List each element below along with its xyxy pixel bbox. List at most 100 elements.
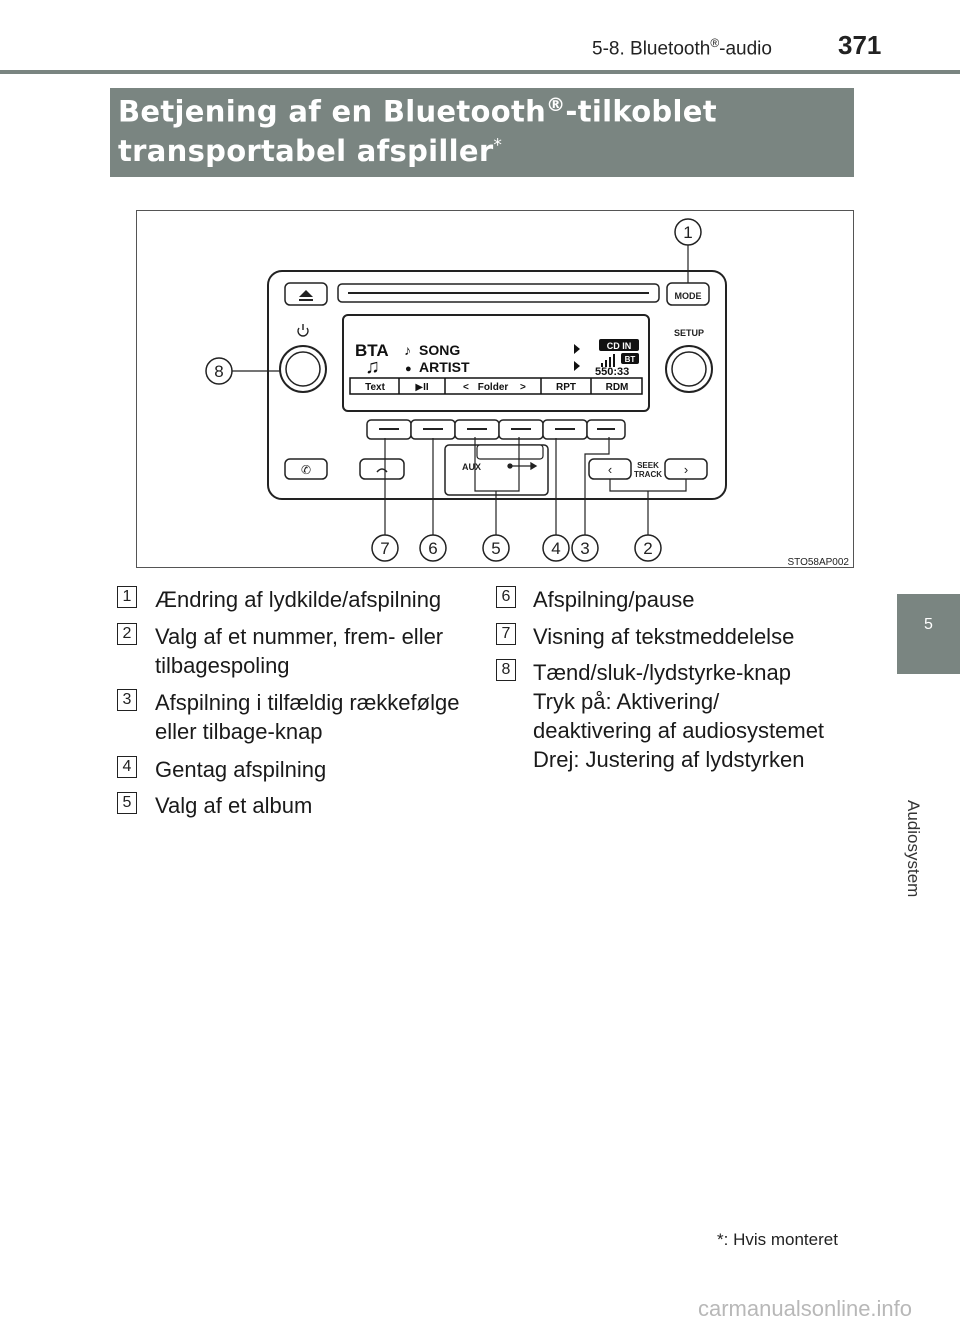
svg-text:6: 6 <box>428 539 437 558</box>
page-number: 371 <box>838 30 882 60</box>
softkey-text: Text <box>365 382 385 393</box>
title-line-2: transportabel afspiller* <box>118 134 502 168</box>
legend-item-4: Gentag afspilning <box>155 755 326 784</box>
section-heading-suffix: -audio <box>719 38 772 60</box>
svg-text:BT: BT <box>625 355 636 364</box>
preset-buttons <box>366 419 626 440</box>
track-label: TRACK <box>634 470 662 479</box>
callout-6: 6 <box>419 534 447 562</box>
legend-text: Valg af et album <box>155 793 313 818</box>
legend-number: 4 <box>117 756 137 778</box>
legend-text: Valg af et nummer, frem- eller <box>155 624 444 649</box>
svg-text:<: < <box>463 382 469 393</box>
legend-item-6: Afspilning/pause <box>533 585 694 614</box>
cd-in-indicator <box>599 339 639 351</box>
legend-item-1: Ændring af lydkilde/afspilning <box>155 585 441 614</box>
svg-text:3: 3 <box>580 539 589 558</box>
phone-icon: ✆ <box>301 463 311 477</box>
legend-text: Afspilning i tilfældig rækkefølge <box>155 690 460 715</box>
audio-unit-illustration: MODE SETUP BTA ♫ ♪ SONG ● ARTIST CD IN B… <box>205 218 849 568</box>
svg-text:>: > <box>520 382 526 393</box>
usb-icon <box>507 461 538 471</box>
power-icon <box>297 324 309 337</box>
legend-number: 7 <box>496 623 516 645</box>
chevron-right-icon: › <box>684 462 688 477</box>
legend-text: Drej: Justering af lydstyrken <box>533 747 805 772</box>
title-text-line-2: transportabel afspiller <box>118 134 494 168</box>
setup-knob <box>665 345 713 393</box>
display-song: SONG <box>419 342 460 358</box>
callout-1: 1 <box>674 218 702 246</box>
legend-text: Tænd/sluk-/lydstyrke-knap <box>533 660 791 685</box>
registered-mark: ® <box>710 36 720 50</box>
legend-item-8: Tænd/sluk-/lydstyrke-knap Tryk på: Aktiv… <box>533 658 824 774</box>
footnote-asterisk: * <box>717 1230 724 1249</box>
signal-icon <box>601 354 615 367</box>
legend-item-2: Valg af et nummer, frem- eller tilbagesp… <box>155 622 443 680</box>
callout-7: 7 <box>371 534 399 562</box>
legend-number: 8 <box>496 659 516 681</box>
softkey-rdm: RDM <box>606 382 629 393</box>
aux-label: AUX <box>462 462 481 472</box>
legend-item-3: Afspilning i tilfældig rækkefølge eller … <box>155 688 459 746</box>
legend-number: 5 <box>117 792 137 814</box>
header-divider <box>0 70 960 74</box>
bt-indicator <box>621 353 639 364</box>
callout-4: 4 <box>542 534 570 562</box>
legend-number: 2 <box>117 623 137 645</box>
legend-number: 1 <box>117 586 137 608</box>
setup-label: SETUP <box>674 328 704 338</box>
display-time: 550:33 <box>595 366 629 378</box>
svg-text:5: 5 <box>491 539 500 558</box>
title-bar <box>110 88 854 177</box>
chevron-left-icon: ‹ <box>608 462 612 477</box>
legend-text: Tryk på: Aktivering/ <box>533 689 720 714</box>
display-source: BTA <box>355 341 389 360</box>
note-icon: ♪ <box>404 342 411 358</box>
legend-text: deaktivering af audiosystemet <box>533 718 825 743</box>
eject-icon <box>299 290 313 301</box>
footnote-text: : Hvis monteret <box>723 1230 838 1249</box>
callout-8: 8 <box>205 357 233 385</box>
title-text-suffix: -tilkoblet <box>565 94 717 129</box>
title-line-1: Betjening af en Bluetooth®-tilkoblet <box>118 94 717 129</box>
chapter-number: 5 <box>924 616 933 633</box>
legend-text: Visning af tekstmeddelelse <box>533 624 795 649</box>
svg-text:4: 4 <box>551 539 560 558</box>
title-asterisk: * <box>493 135 503 156</box>
section-heading: 5-8. Bluetooth®-audio <box>592 36 772 60</box>
svg-text:8: 8 <box>214 362 223 381</box>
figure-code: STO58AP002 <box>787 557 849 568</box>
audio-unit-figure: MODE SETUP BTA ♫ ♪ SONG ● ARTIST CD IN B… <box>136 210 854 568</box>
chapter-label-text: Audiosystem <box>904 800 923 898</box>
display-frame <box>342 314 650 412</box>
phone-button <box>284 458 328 480</box>
callout-3: 3 <box>571 534 599 562</box>
svg-text:7: 7 <box>380 539 389 558</box>
footnote: *: Hvis monteret <box>717 1230 838 1250</box>
watermark[interactable]: carmanualsonline.info <box>698 1296 913 1321</box>
softkey-rpt: RPT <box>556 382 576 393</box>
display-artist: ARTIST <box>419 359 470 375</box>
svg-text:CD IN: CD IN <box>607 341 632 351</box>
callout-5: 5 <box>482 534 510 562</box>
legend-number: 6 <box>496 586 516 608</box>
svg-text:2: 2 <box>643 539 652 558</box>
music-note-icon: ♫ <box>365 356 380 378</box>
section-heading-text: 5-8. Bluetooth <box>592 38 711 60</box>
hangup-icon <box>376 468 388 473</box>
legend-text: Afspilning/pause <box>533 587 695 612</box>
legend-item-7: Visning af tekstmeddelelse <box>533 622 794 651</box>
chapter-tab: 5 <box>897 594 960 674</box>
title-text: Betjening af en Bluetooth <box>118 94 547 129</box>
power-volume-knob <box>279 345 327 393</box>
title-registered-mark: ® <box>546 94 566 116</box>
person-icon: ● <box>405 363 412 375</box>
legend-text: tilbagespoling <box>155 653 290 678</box>
legend-text: eller tilbage-knap <box>155 719 323 744</box>
softkey-folder: Folder <box>478 382 509 393</box>
legend-item-5: Valg af et album <box>155 791 312 820</box>
softkey-play-pause: ▶II <box>415 382 428 393</box>
chapter-label: Audiosystem <box>898 690 928 897</box>
legend-text: Gentag afspilning <box>155 757 327 782</box>
